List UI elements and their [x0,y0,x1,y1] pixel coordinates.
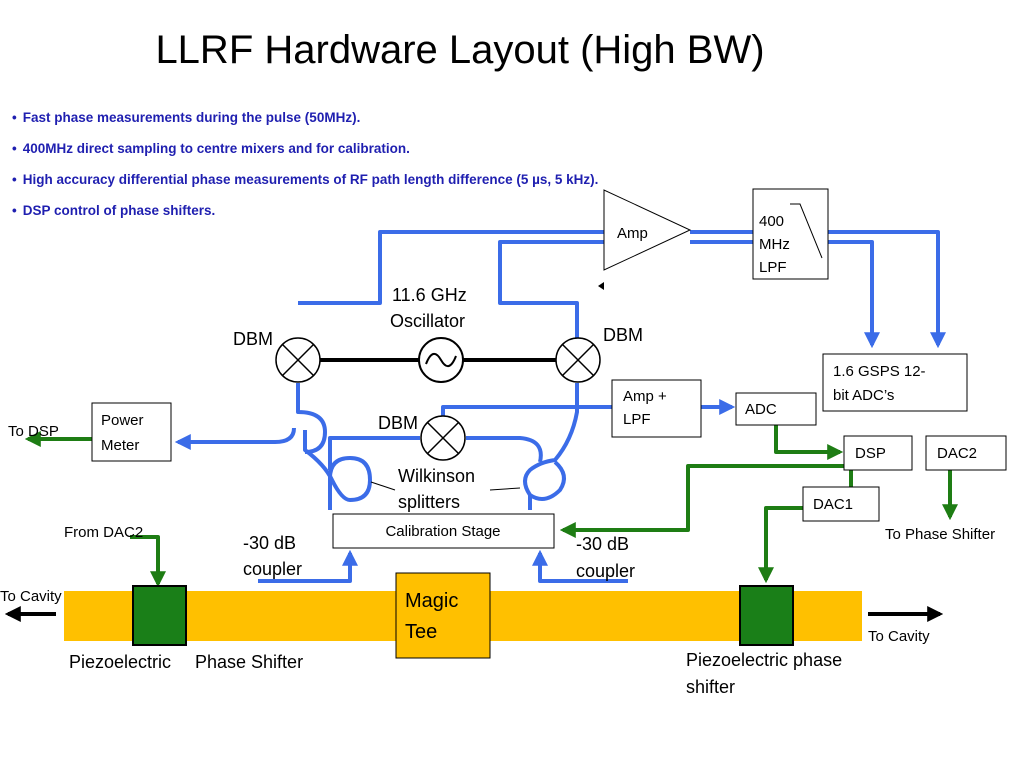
piezo-right-label-2: shifter [686,677,735,697]
coupler-left-label-1: -30 dB [243,533,296,553]
lpf-label-2: MHz [759,236,790,253]
to-cavity-left-label: To Cavity [0,588,62,605]
coupler-left-label-2: coupler [243,559,302,579]
amp-triangle [603,189,692,271]
magic-tee-label-2: Tee [405,621,437,643]
wilkinson-label-1: Wilkinson [398,466,475,486]
bullet-item: •High accuracy differential phase measur… [12,172,599,187]
fast-adc-box [822,353,968,412]
from-dac2-label: From DAC2 [64,524,143,541]
fast-adc-label-2: bit ADC’s [833,387,894,404]
lpf-label-1: 400 [759,213,784,230]
phase-shifter-left [132,585,187,646]
dbm-right-label: DBM [603,325,643,345]
piezo-left-label-b: Phase Shifter [195,652,303,672]
adc-box [735,392,817,426]
adc-label: ADC [745,401,777,418]
to-dsp-label: To DSP [8,423,59,440]
dsp-label: DSP [855,445,886,462]
lpf-icon [790,203,823,259]
bullet-list: •Fast phase measurements during the puls… [12,108,598,232]
bullet-item: •400MHz direct sampling to centre mixers… [12,141,410,156]
fast-adc-label-1: 1.6 GSPS 12- [833,363,926,380]
to-phase-shifter-label: To Phase Shifter [885,526,995,543]
dbm-right-icon [555,337,601,383]
coupler-right-label-2: coupler [576,561,635,581]
dac1-label: DAC1 [813,496,853,513]
dac2-box [925,435,1007,471]
magic-tee-box [395,572,491,659]
lpf-label-3: LPF [759,259,787,276]
dbm-mid-icon [420,415,466,461]
calibration-stage-label: Calibration Stage [385,523,500,540]
piezo-left-label-a: Piezoelectric [69,652,171,672]
bullet-item: •DSP control of phase shifters. [12,203,216,218]
piezo-right-label-1: Piezoelectric phase [686,650,842,670]
phase-shifter-right [739,585,794,646]
amp-lpf-label-2: LPF [623,411,651,428]
dbm-mid-label: DBM [378,413,418,433]
dac1-box [802,486,880,522]
bullet-item: •Fast phase measurements during the puls… [12,110,361,125]
oscillator-label-2: Oscillator [390,311,465,331]
dac2-label: DAC2 [937,445,977,462]
coupler-right-label-1: -30 dB [576,534,629,554]
dbm-left-label: DBM [233,329,273,349]
wilkinson-pointer-left [370,481,396,491]
marker-icon [598,282,604,290]
page-title: LLRF Hardware Layout (High BW) [155,28,765,72]
amp-lpf-box [611,379,702,438]
dbm-left-icon [275,337,321,383]
oscillator-label-1: 11.6 GHz [392,285,467,305]
rf-signal-paths [174,230,946,583]
calibration-stage-box [332,513,555,549]
amp-lpf-label-1: Amp + [623,388,667,405]
magic-tee-label-1: Magic [405,590,458,612]
dsp-box [843,435,913,471]
power-meter-label-1: Power [101,412,144,429]
power-meter-label-2: Meter [101,437,139,454]
power-meter-box [91,402,172,462]
wilkinson-pointer-right [489,487,521,491]
wilkinson-label-2: splitters [398,492,460,512]
amp-label: Amp [617,225,648,242]
to-cavity-right-label: To Cavity [868,628,930,645]
